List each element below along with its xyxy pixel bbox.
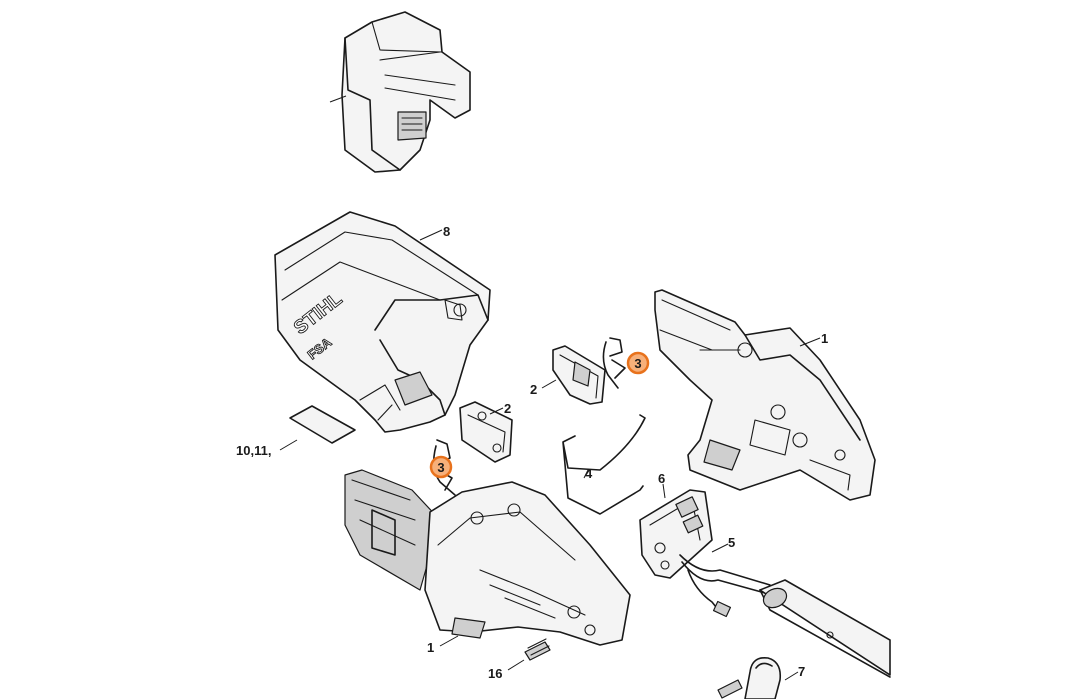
callout-1-right: 1 [821, 331, 828, 346]
callout-4: 4 [585, 466, 593, 481]
callout-5: 5 [728, 535, 735, 550]
handle-housing-right-part [654, 289, 876, 501]
wire-bail-part [562, 414, 646, 515]
highlight-callout-3-left[interactable]: 3 [429, 455, 453, 479]
handle-housing-left-part [344, 469, 631, 647]
switch-module-part [639, 483, 713, 579]
callout-8: 8 [443, 224, 450, 239]
callout-6: 6 [658, 471, 665, 486]
cable-harness-part [679, 543, 771, 618]
callout-1-bottom: 1 [427, 640, 434, 655]
callout-2-top: 2 [530, 382, 537, 397]
screw-16-part [507, 638, 551, 671]
callout-3-left: 3 [437, 460, 444, 475]
shaft-tube-part [759, 579, 891, 678]
top-cap-part [329, 11, 471, 173]
motor-housing-cover-part: STIHL FSA [274, 211, 491, 433]
label-sticker-part [279, 405, 356, 451]
callout-10-11: 10,11, [236, 443, 271, 458]
callout-7: 7 [798, 664, 805, 679]
highlight-callout-3-top[interactable]: 3 [626, 351, 650, 375]
callout-2-mid: 2 [504, 401, 511, 416]
clamp-part [717, 656, 799, 699]
trigger-switch-top-part [541, 345, 606, 405]
callout-3-top: 3 [634, 356, 641, 371]
callout-16: 16 [488, 666, 502, 681]
trigger-switch-mid-part [459, 401, 513, 463]
